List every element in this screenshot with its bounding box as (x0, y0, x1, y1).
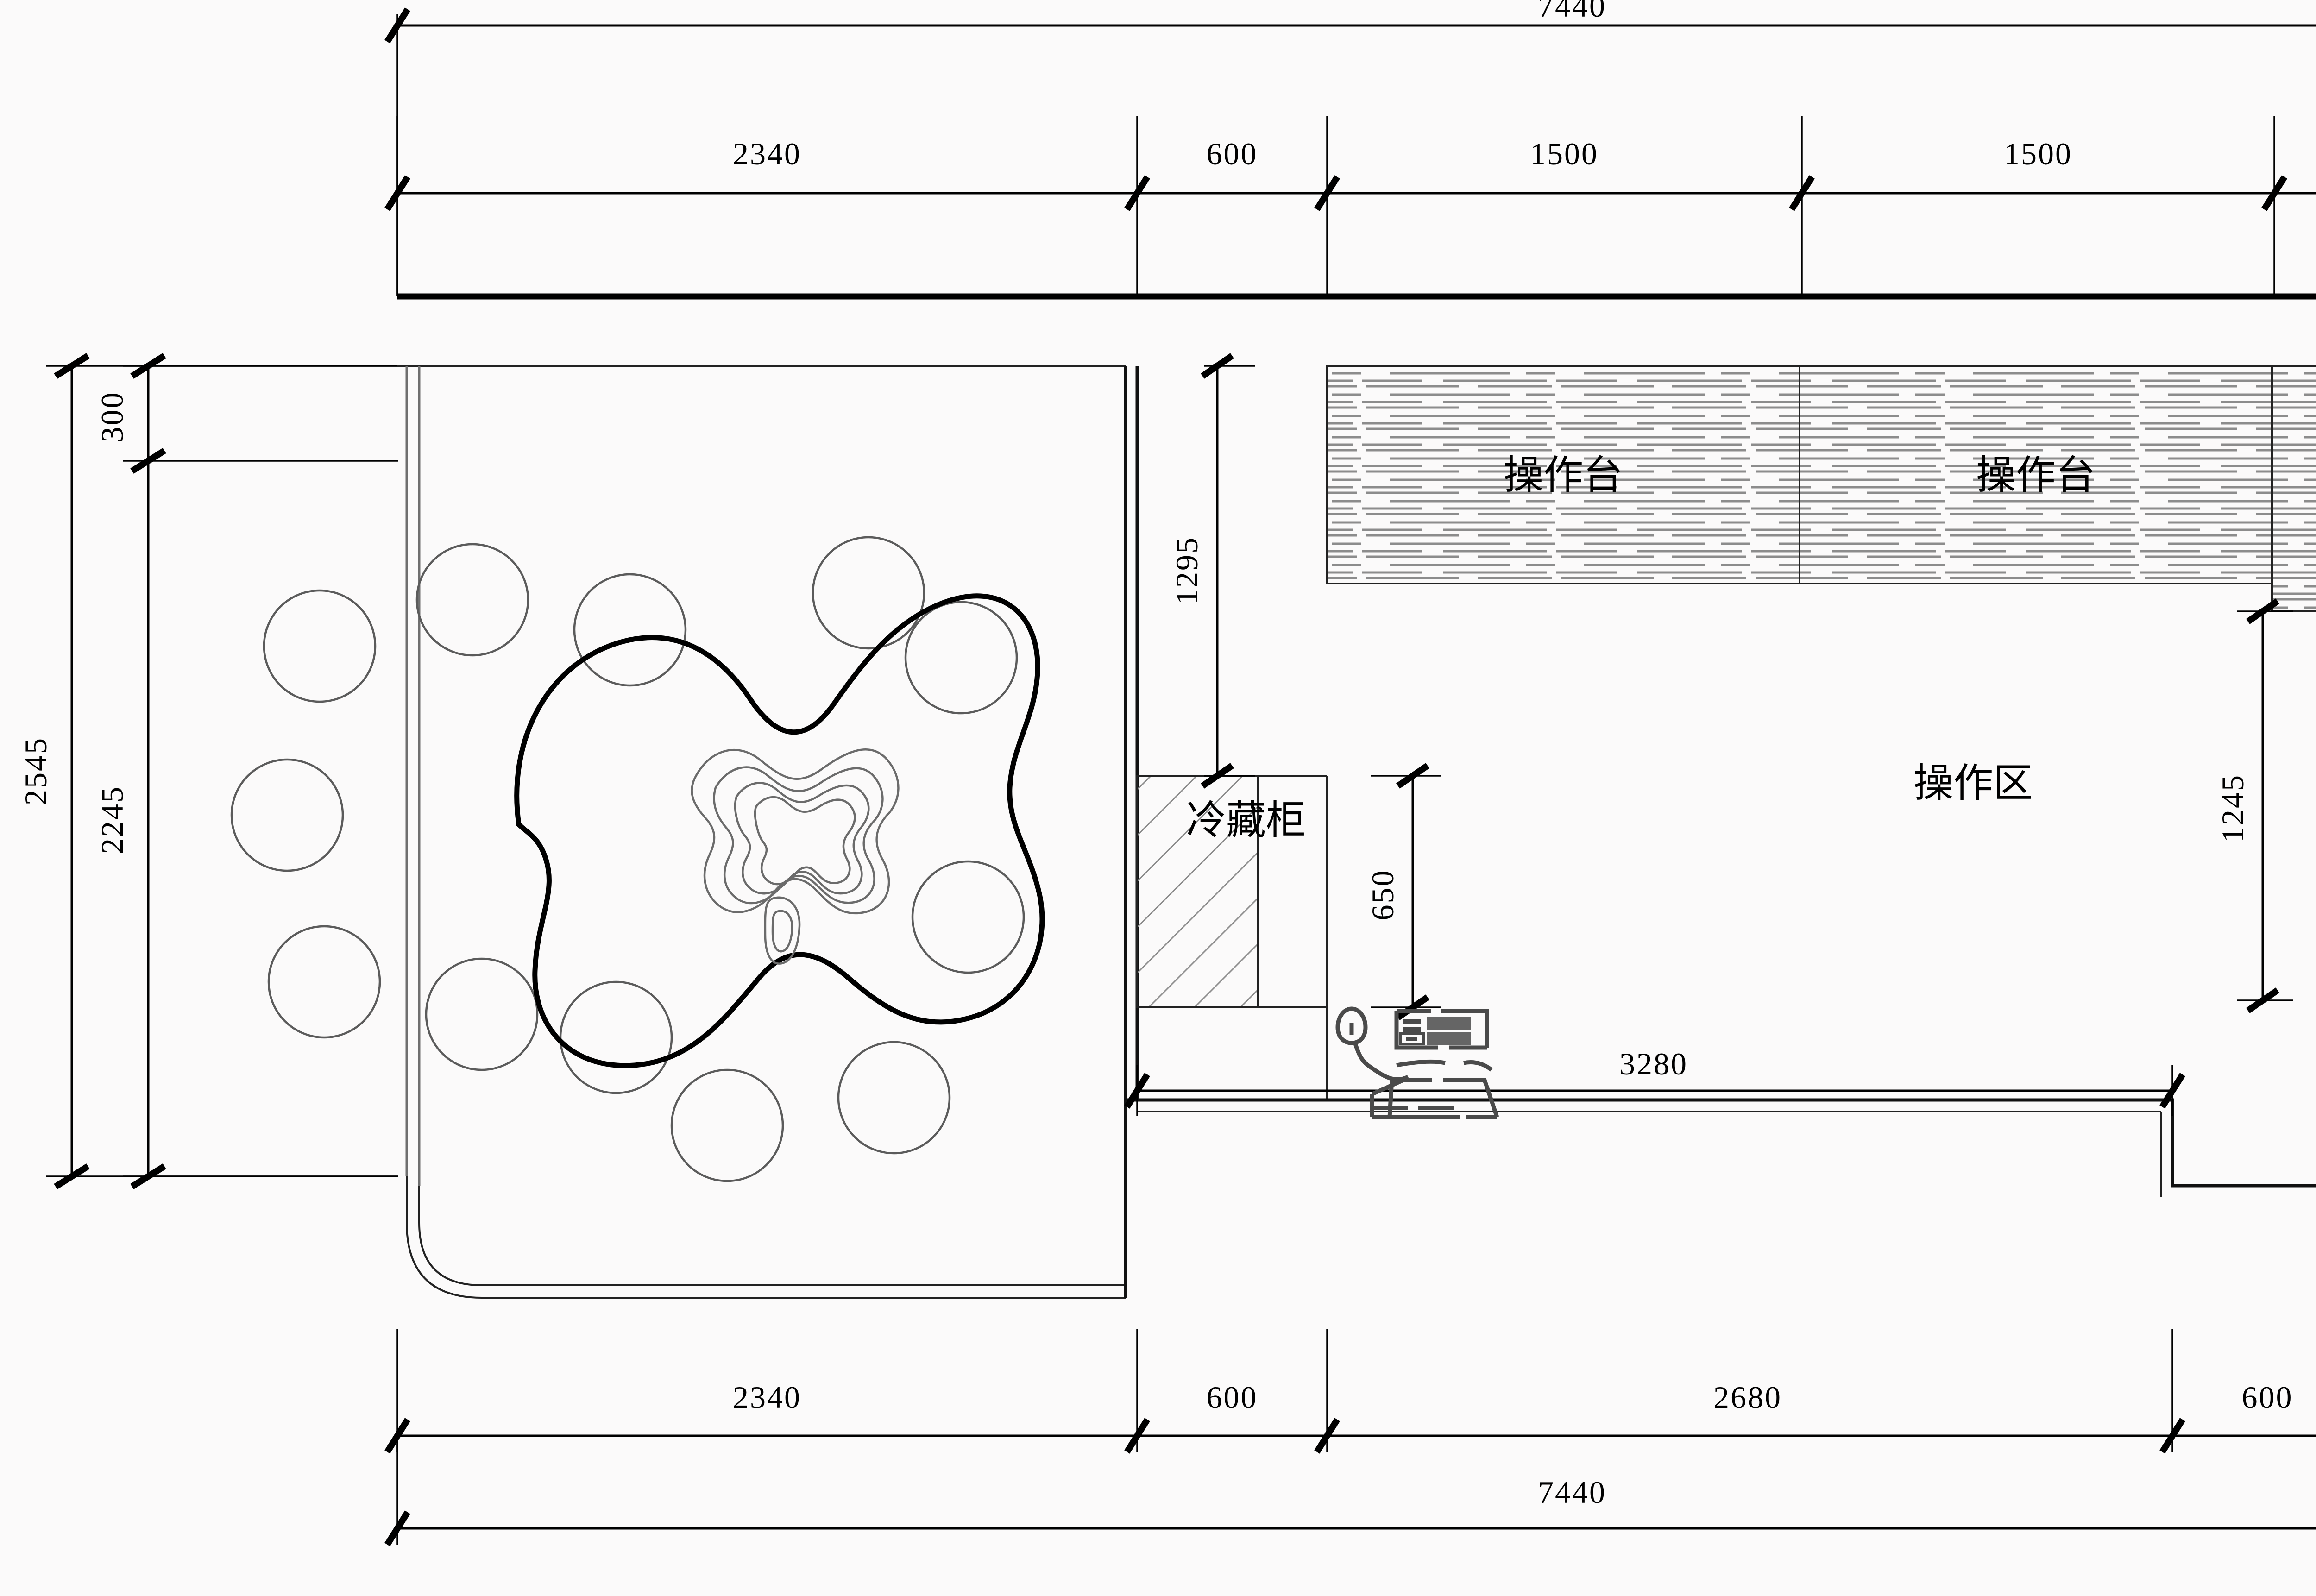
dim-left-300: 300 (94, 391, 130, 443)
computer-desk-icon (1335, 1006, 1499, 1119)
internal-dim-3280: 3280 (1124, 1046, 2185, 1116)
fridge-label: 冷藏柜 (1186, 797, 1306, 843)
chair (670, 1068, 784, 1182)
dim-1295: 1295 (1169, 536, 1204, 605)
dim-bottom-1: 2340 (733, 1380, 801, 1415)
left-partition-wall (405, 366, 421, 1186)
dim-top-2: 600 (1207, 136, 1258, 171)
internal-dim-1295: 1295 (1169, 353, 1255, 789)
chair (267, 925, 381, 1039)
work-zone-label: 操作区 (1913, 760, 2033, 806)
dim-650: 650 (1365, 869, 1400, 921)
chair-group (230, 536, 1025, 1182)
chair (230, 758, 344, 872)
dining-area-enclosure (406, 1176, 1126, 1299)
left-dimension-outer: 2545 (18, 353, 398, 1189)
bottom-dimension-overall: 7440 (384, 1431, 2316, 1546)
chair (904, 601, 1018, 715)
chair (559, 980, 673, 1094)
chair (573, 573, 687, 687)
bench-2: 操作台 (1799, 365, 2273, 584)
dim-left-outer: 2545 (18, 737, 53, 805)
dim-1245: 1245 (2215, 774, 2250, 842)
dim-top-4: 1500 (2004, 136, 2072, 171)
dim-bottom-3: 2680 (1713, 1380, 1782, 1415)
fridge-unit: 冷藏柜 (1136, 775, 1328, 1008)
interior-partitions (1126, 584, 2316, 1197)
left-dimension-chain: 300 2245 (94, 353, 398, 1189)
chair (263, 589, 377, 703)
bench-3: 操作台 (2271, 365, 2316, 612)
chair (812, 536, 925, 650)
organic-dining-table (514, 593, 1045, 1068)
kitchen-left-wall (1124, 366, 1139, 1298)
dim-bottom-2: 600 (1207, 1380, 1258, 1415)
internal-dim-650: 650 (1365, 763, 1441, 1020)
bench-1-label: 操作台 (1504, 452, 1623, 498)
chair (425, 957, 539, 1071)
chair (415, 543, 529, 657)
bottom-dimension-chain: 2340 600 2680 600 1220 (384, 1329, 2316, 1454)
bench-2-label: 操作台 (1976, 452, 2096, 498)
table-center-contours (691, 748, 900, 965)
dim-top-overall: 7440 (1538, 0, 1606, 24)
top-dimension-chain: 2340 600 1500 1500 1500 (384, 116, 2316, 296)
dim-top-3: 1500 (1530, 136, 1599, 171)
building-outline (397, 293, 2316, 367)
dim-bottom-4: 600 (2242, 1380, 2293, 1415)
dim-left-2245: 2245 (94, 785, 130, 854)
dim-bottom-overall: 7440 (1538, 1475, 1606, 1510)
dim-top-1: 2340 (733, 136, 801, 171)
internal-dim-1245: 1245 (2215, 598, 2293, 1013)
chair (911, 860, 1025, 974)
bench-1: 操作台 (1326, 365, 1800, 584)
dim-3280: 3280 (1619, 1046, 1688, 1081)
chair (837, 1041, 951, 1155)
